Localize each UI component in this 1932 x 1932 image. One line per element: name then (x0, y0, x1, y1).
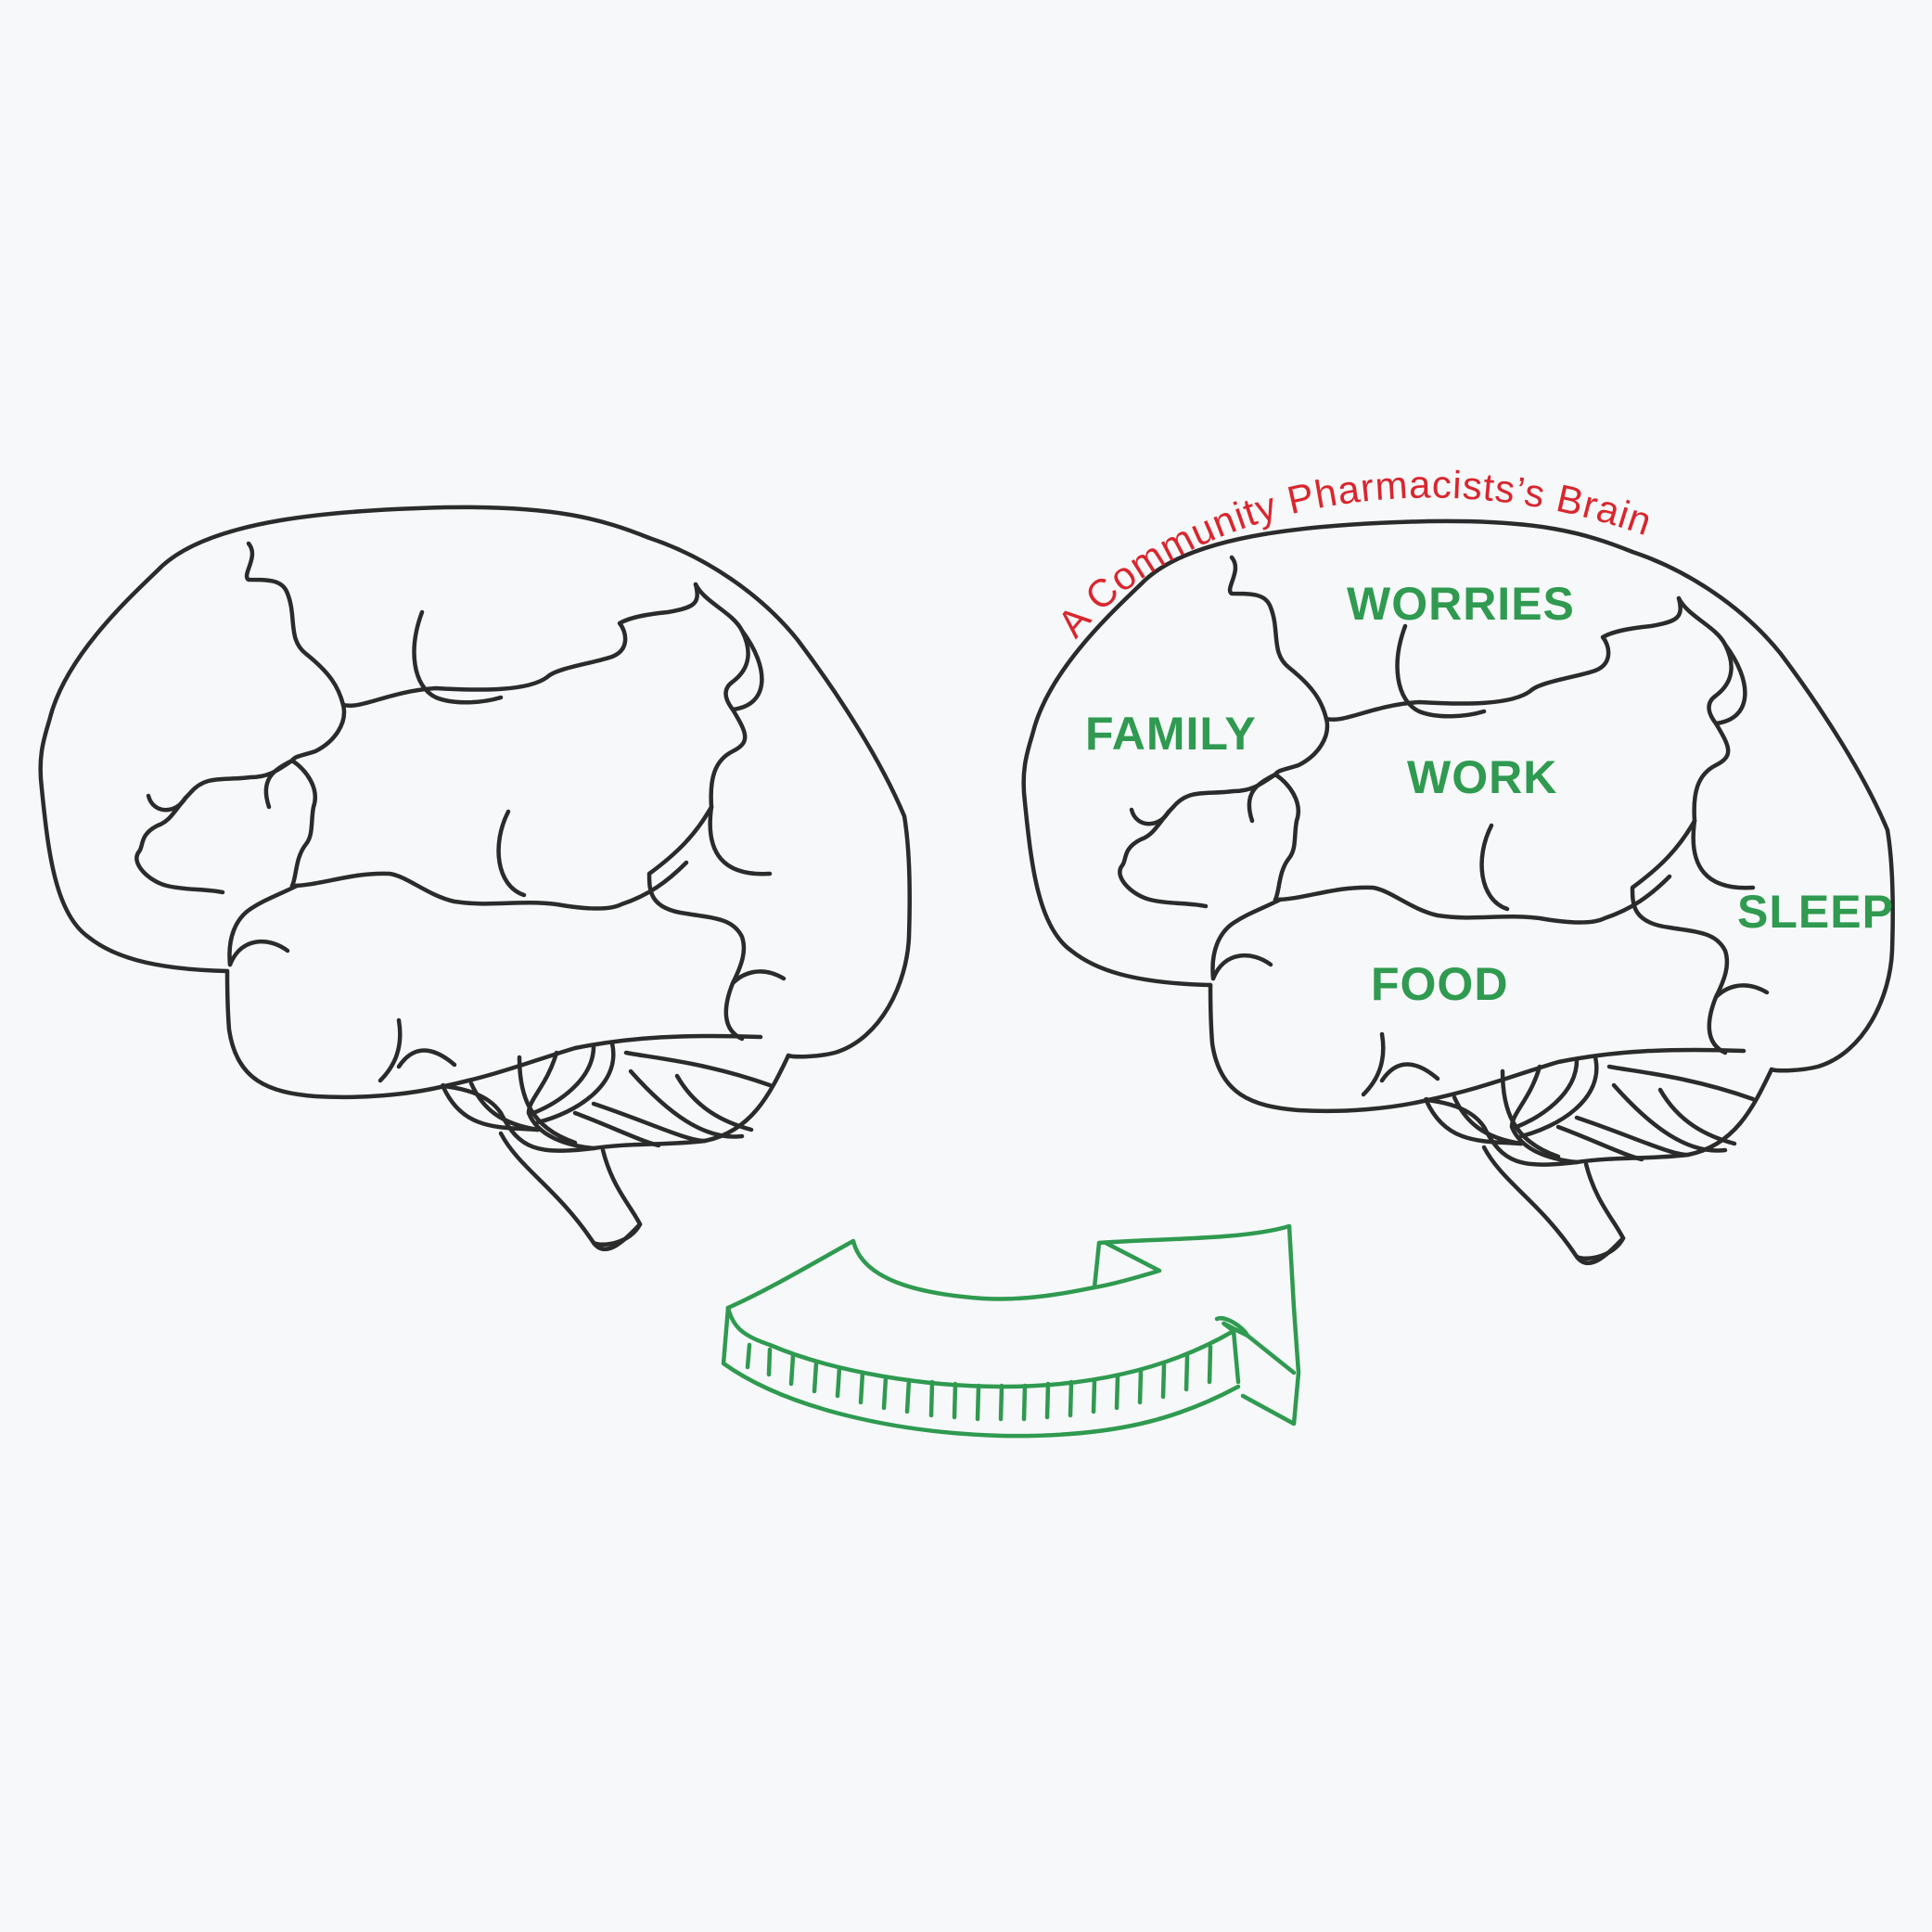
label-worries: WORRIES (1347, 578, 1575, 630)
label-family: FAMILY (1085, 708, 1257, 760)
label-work: WORK (1407, 751, 1557, 803)
arrow-ridges (745, 1342, 1213, 1422)
label-food: FOOD (1371, 958, 1508, 1010)
left-brain-icon (41, 507, 910, 1249)
curved-arrow-icon (721, 1223, 1301, 1439)
label-sleep: SLEEP (1737, 886, 1894, 938)
